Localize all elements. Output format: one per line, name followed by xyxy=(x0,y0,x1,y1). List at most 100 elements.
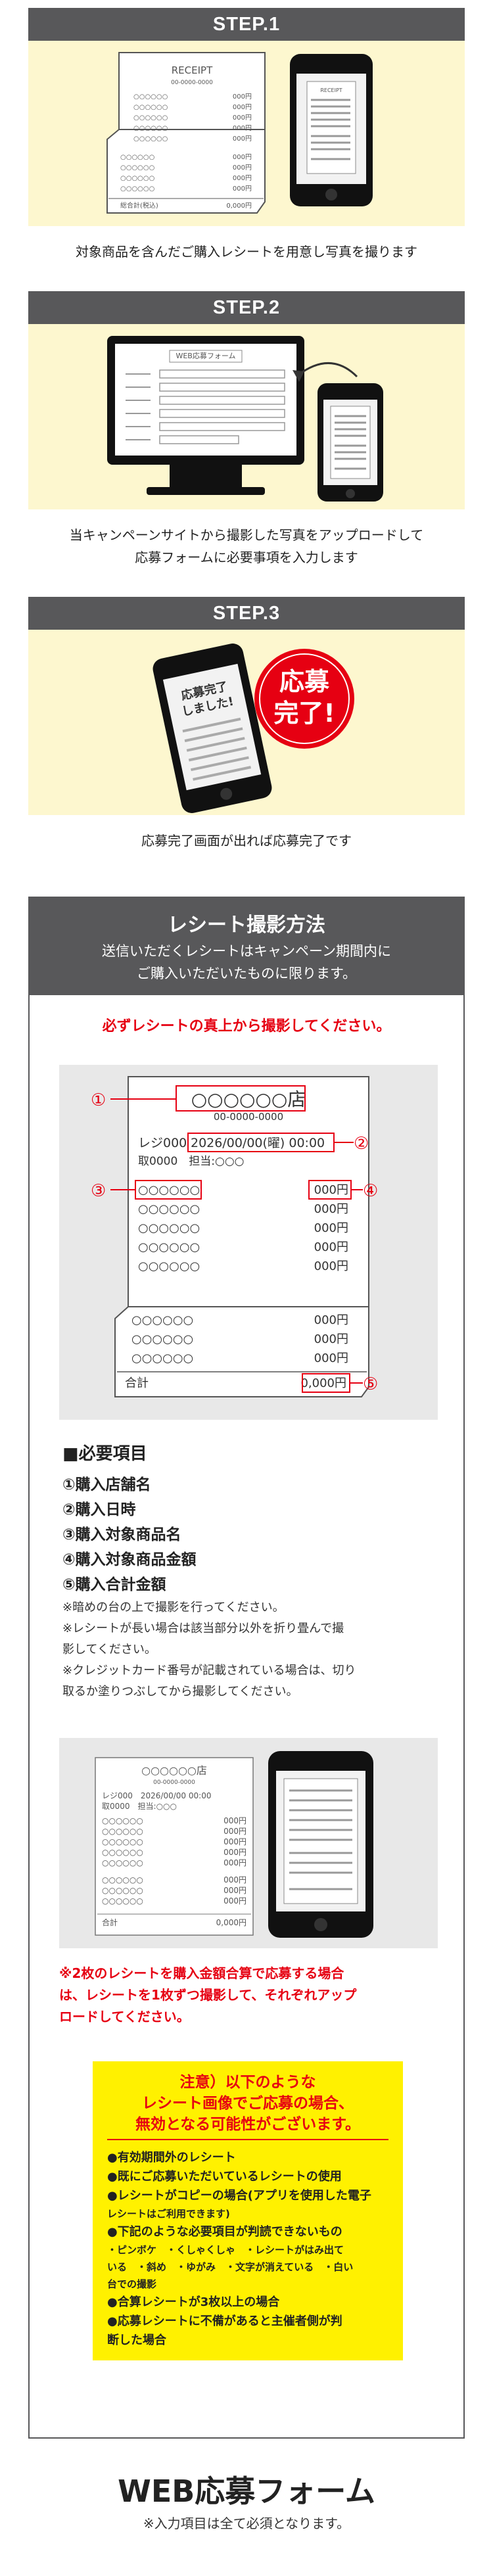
step-3-label: STEP.3 xyxy=(28,597,465,630)
receipt-photo-method-section: レシート撮影方法 送信いただくレシートはキャンペーン期間内に ご購入いただいたも… xyxy=(28,897,465,2439)
sample-price: 000円 xyxy=(314,1202,348,1216)
step-1: STEP.1 RECEIPT 00-0000-0000 ○○○○○○ ○○○○○… xyxy=(28,8,465,263)
sample-price: 000円 xyxy=(314,1351,348,1365)
badge-line: 応募 xyxy=(279,667,330,696)
receipt-item: ○○○○○○ xyxy=(133,135,168,143)
multi-item: ○○○○○○ xyxy=(102,1827,143,1836)
sample-item: ○○○○○○ xyxy=(138,1221,200,1235)
step-2-caption-line: 応募フォームに必要事項を入力します xyxy=(135,550,358,565)
step-2-label: STEP.2 xyxy=(28,291,465,324)
multi-receipt-diagram: ○○○○○○店 00-0000-0000 レジ000 2026/00/00 00… xyxy=(95,1751,373,1938)
photo-note: ※クレジットカード番号が記載されている場合は、切り xyxy=(62,1664,356,1677)
web-form-required-note: ※入力項目は全て必須となります。 xyxy=(143,2516,350,2531)
multi-price: 000円 xyxy=(223,1827,246,1836)
multi-total-value: 0,000円 xyxy=(216,1918,246,1927)
receipt-item: ○○○○○○ xyxy=(133,93,168,101)
multi-note-line: ※2枚のレシートを購入金額合算で応募する場合 xyxy=(59,1965,344,1981)
multi-item: ○○○○○○ xyxy=(102,1896,143,1906)
warning-item: レシートはご利用できます) xyxy=(107,2208,230,2220)
sample-total-label: 合計 xyxy=(125,1376,149,1390)
receipt-price: 000円 xyxy=(233,154,252,161)
warning-item: ●レシートがコピーの場合(アプリを使用した電子 xyxy=(107,2189,371,2203)
multi-receipt-note: ※2枚のレシートを購入金額合算で応募する場合 は、レシートを1枚ずつ撮影して、そ… xyxy=(59,1963,440,2028)
multi-item: ○○○○○○ xyxy=(102,1837,143,1846)
sample-item: ○○○○○○ xyxy=(138,1259,200,1273)
warning-item: ●既にご応募いただいているレシートの使用 xyxy=(107,2170,342,2184)
warning-item: いる ・斜め ・ゆがみ ・文字が消えている ・白い xyxy=(107,2261,354,2273)
multi-price: 000円 xyxy=(223,1858,246,1867)
receipt-item: ○○○○○○ xyxy=(133,104,168,111)
photo-note: 影してください。 xyxy=(62,1643,156,1656)
sample-price: 000円 xyxy=(314,1313,348,1327)
upload-arrow-icon xyxy=(297,362,358,378)
monitor-form-title: WEB応募フォーム xyxy=(176,351,235,360)
sample-register: レジ000 xyxy=(138,1136,187,1150)
method-title: レシート撮影方法 xyxy=(168,914,325,937)
multi-item: ○○○○○○ xyxy=(102,1886,143,1895)
required-item: ③購入対象商品名 xyxy=(62,1526,181,1543)
multi-note-line: は、レシートを1枚ずつ撮影して、それぞれアップ xyxy=(59,1987,357,2003)
sample-item: ○○○○○○ xyxy=(131,1332,193,1346)
multi-price: 000円 xyxy=(223,1886,246,1895)
marker-5: ⑤ xyxy=(363,1374,378,1394)
multi-item: ○○○○○○ xyxy=(102,1816,143,1825)
receipt-price: 000円 xyxy=(233,164,252,172)
receipt-total-value: 0,000円 xyxy=(226,202,252,210)
badge-line: 完了! xyxy=(273,699,335,728)
marker-3: ③ xyxy=(91,1181,106,1201)
web-form-title: WEB応募フォーム xyxy=(118,2473,375,2509)
step-1-receipt-illustration: RECEIPT 00-0000-0000 ○○○○○○ ○○○○○○ ○○○○○… xyxy=(106,52,373,214)
multi-price: 000円 xyxy=(223,1875,246,1885)
multi-note-line: ロードしてください。 xyxy=(59,2009,190,2025)
receipt-item: ○○○○○○ xyxy=(120,154,154,161)
warning-title-line: 無効となる可能性がございます。 xyxy=(135,2116,360,2133)
multi-row: レジ000 2026/00/00 00:00 xyxy=(102,1791,211,1800)
receipt-price: 000円 xyxy=(233,125,252,132)
multi-price: 000円 xyxy=(223,1848,246,1857)
sample-item: ○○○○○○ xyxy=(138,1240,200,1254)
invalid-warning-box: 注意）以下のような レシート画像でご応募の場合、 無効となる可能性がございます。… xyxy=(93,2061,403,2360)
step-3-caption: 応募完了画面が出れば応募完了です xyxy=(141,833,352,849)
sample-price: 000円 xyxy=(314,1240,348,1254)
sample-item: ○○○○○○ xyxy=(138,1202,200,1216)
receipt-item: ○○○○○○ xyxy=(120,185,154,193)
sample-item: ○○○○○○ xyxy=(131,1313,193,1327)
multi-clerk: 取0000 担当:○○○ xyxy=(102,1802,177,1811)
photo-note: ※レシートが長い場合は該当部分以外を折り畳んで撮 xyxy=(62,1622,344,1635)
multi-item: ○○○○○○ xyxy=(102,1875,143,1885)
multi-item: ○○○○○○ xyxy=(102,1858,143,1867)
sample-price: 000円 xyxy=(314,1332,348,1346)
sample-total-value: 0,000円 xyxy=(300,1376,346,1390)
receipt-price: 000円 xyxy=(233,175,252,182)
multi-total: 合計 xyxy=(102,1917,118,1927)
multi-item: ○○○○○○ xyxy=(102,1848,143,1857)
step-3-illustration: 応募完了 しました! 応募 完了! xyxy=(28,630,465,815)
method-subtitle-line: 送信いただくレシートはキャンペーン期間内に xyxy=(102,943,391,959)
multi-receipt-panel: ○○○○○○店 00-0000-0000 レジ000 2026/00/00 00… xyxy=(59,1738,438,1948)
receipt-total-label: 総合計(税込) xyxy=(120,201,158,210)
method-subtitle: 送信いただくレシートはキャンペーン期間内に ご購入いただいたものに限ります。 xyxy=(30,940,463,985)
receipt-price: 000円 xyxy=(233,185,252,193)
required-item: ①購入店舗名 xyxy=(62,1476,151,1493)
receipt-title: RECEIPT xyxy=(172,64,213,76)
sample-price: 000円 xyxy=(314,1221,348,1235)
receipt-number: 00-0000-0000 xyxy=(171,80,213,86)
marker-4: ④ xyxy=(363,1181,378,1201)
step-1-caption: 対象商品を含んだご購入レシートを用意し写真を撮ります xyxy=(76,244,417,260)
step-2-upload-illustration: WEB応募フォーム xyxy=(107,336,383,502)
multi-price: 000円 xyxy=(223,1816,246,1825)
multi-store: ○○○○○○店 xyxy=(141,1764,207,1777)
method-header: レシート撮影方法 送信いただくレシートはキャンペーン期間内に ご購入いただいたも… xyxy=(30,898,463,995)
photo-note: ※暗めの台の上で撮影を行ってください。 xyxy=(62,1601,285,1614)
sample-price: 000円 xyxy=(314,1183,348,1197)
required-items-title: ■必要項目 xyxy=(62,1444,147,1464)
method-alert: 必ずレシートの真上から撮影してください。 xyxy=(102,1018,391,1035)
warning-item: ●有効期間外のレシート xyxy=(107,2151,236,2165)
receipt-item: ○○○○○○ xyxy=(120,175,154,182)
receipt-item: ○○○○○○ xyxy=(120,164,154,172)
sample-store-name: ○○○○○○店 xyxy=(191,1089,306,1110)
warning-item: 台での撮影 xyxy=(107,2278,157,2290)
receipt-price: 000円 xyxy=(233,104,252,111)
sample-receipt-diagram: ○○○○○○店 00-0000-0000 レジ000 2026/00/00(曜)… xyxy=(91,1076,378,1397)
